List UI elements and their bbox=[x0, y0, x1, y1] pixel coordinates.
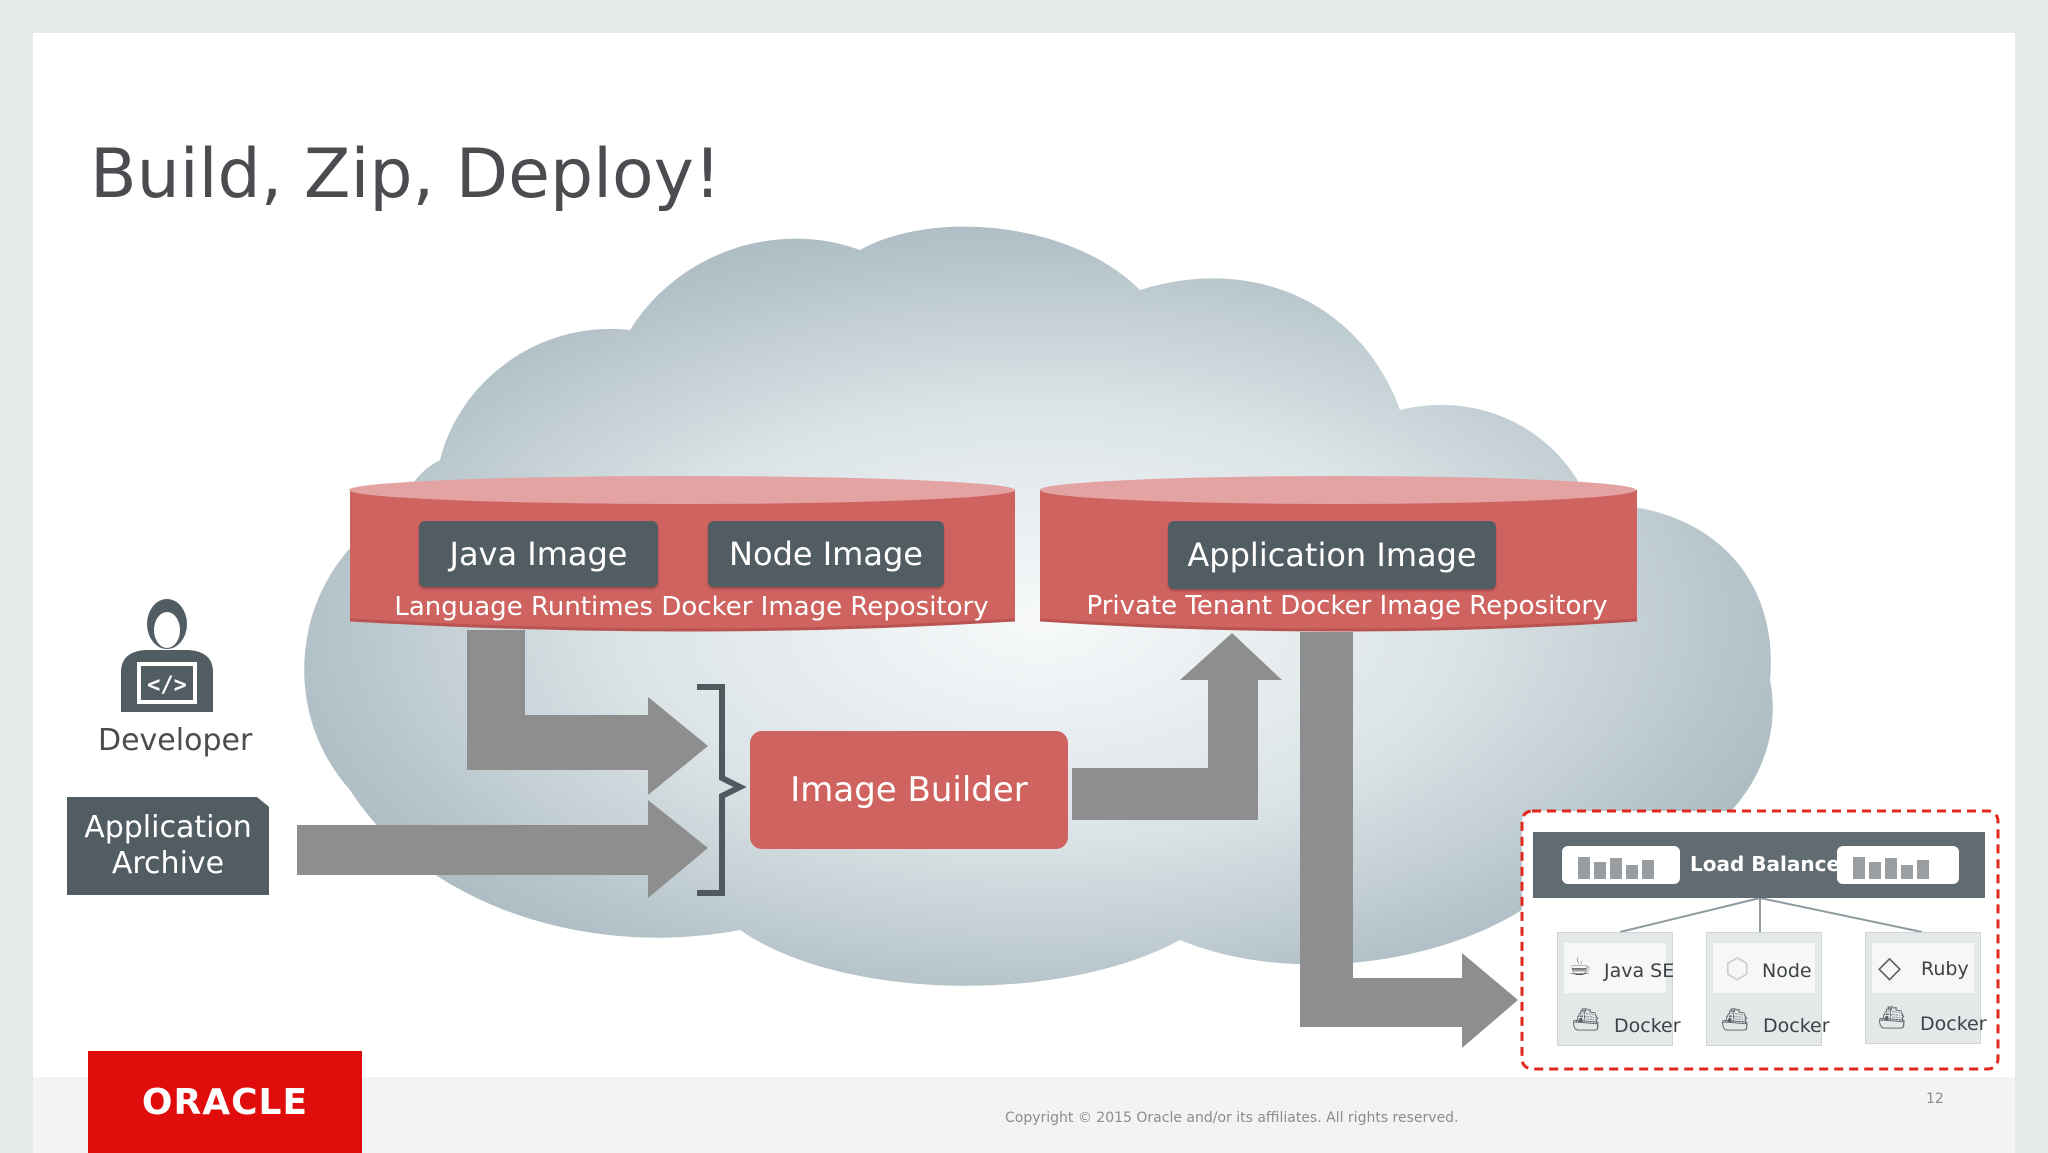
load-balancer-label: Load Balancer bbox=[1690, 852, 1850, 876]
ruby-runtime-panel bbox=[1872, 943, 1974, 993]
developer-label: Developer bbox=[98, 723, 253, 758]
footer-bar bbox=[33, 1077, 2015, 1153]
developer-icon: </> bbox=[121, 599, 213, 712]
java-runtime-panel bbox=[1564, 943, 1666, 993]
page-number: 12 bbox=[1926, 1091, 1944, 1107]
docker-icon: ⛴ bbox=[1721, 1008, 1749, 1033]
node-runtime-panel bbox=[1713, 943, 1815, 993]
copyright-text: Copyright © 2015 Oracle and/or its affil… bbox=[1005, 1110, 1459, 1126]
cloud-shape bbox=[304, 226, 1773, 986]
node-hexagon-icon: ⬡ bbox=[1725, 952, 1750, 985]
application-archive: Application Archive bbox=[67, 797, 269, 895]
merge-bracket bbox=[697, 684, 747, 896]
lb-meter-right bbox=[1837, 846, 1959, 884]
slide-title: Build, Zip, Deploy! bbox=[90, 135, 722, 214]
container-ruby-runtime: Ruby bbox=[1921, 958, 1969, 980]
image-builder: Image Builder bbox=[750, 731, 1068, 849]
docker-icon: ⛴ bbox=[1572, 1008, 1600, 1033]
container-java-runtime: Java SE bbox=[1604, 960, 1675, 982]
arrow-runtime-to-builder bbox=[467, 630, 708, 795]
archive-label-line1: Application bbox=[84, 810, 252, 845]
archive-label-line2: Archive bbox=[111, 846, 225, 881]
container-java bbox=[1557, 932, 1673, 1046]
arrow-tenant-to-deployment bbox=[1300, 632, 1518, 1048]
container-java-platform: Docker bbox=[1614, 1015, 1681, 1037]
ruby-gem-icon: ◇ bbox=[1878, 950, 1902, 985]
arrow-archive-to-builder bbox=[297, 800, 708, 898]
oracle-logo: ORACLE bbox=[88, 1051, 362, 1153]
node-image-tile: Node Image bbox=[708, 521, 944, 587]
lb-meter-left bbox=[1562, 846, 1680, 884]
container-node-runtime: Node bbox=[1762, 960, 1812, 982]
tenant-repository-label: Private Tenant Docker Image Repository bbox=[1086, 591, 1608, 621]
java-image-tile: Java Image bbox=[419, 521, 658, 587]
container-node-platform: Docker bbox=[1763, 1015, 1830, 1037]
runtime-repository-label: Language Runtimes Docker Image Repositor… bbox=[394, 592, 989, 622]
container-node bbox=[1706, 932, 1822, 1046]
lb-connector-lines bbox=[1619, 897, 1923, 933]
application-image-tile: Application Image bbox=[1168, 521, 1496, 589]
docker-icon: ⛴ bbox=[1878, 1006, 1906, 1031]
container-ruby bbox=[1865, 932, 1981, 1044]
java-icon: ☕ bbox=[1568, 952, 1592, 982]
arrow-builder-to-tenant bbox=[1072, 633, 1282, 820]
container-ruby-platform: Docker bbox=[1920, 1013, 1987, 1035]
svg-text:</>: </> bbox=[147, 673, 187, 698]
